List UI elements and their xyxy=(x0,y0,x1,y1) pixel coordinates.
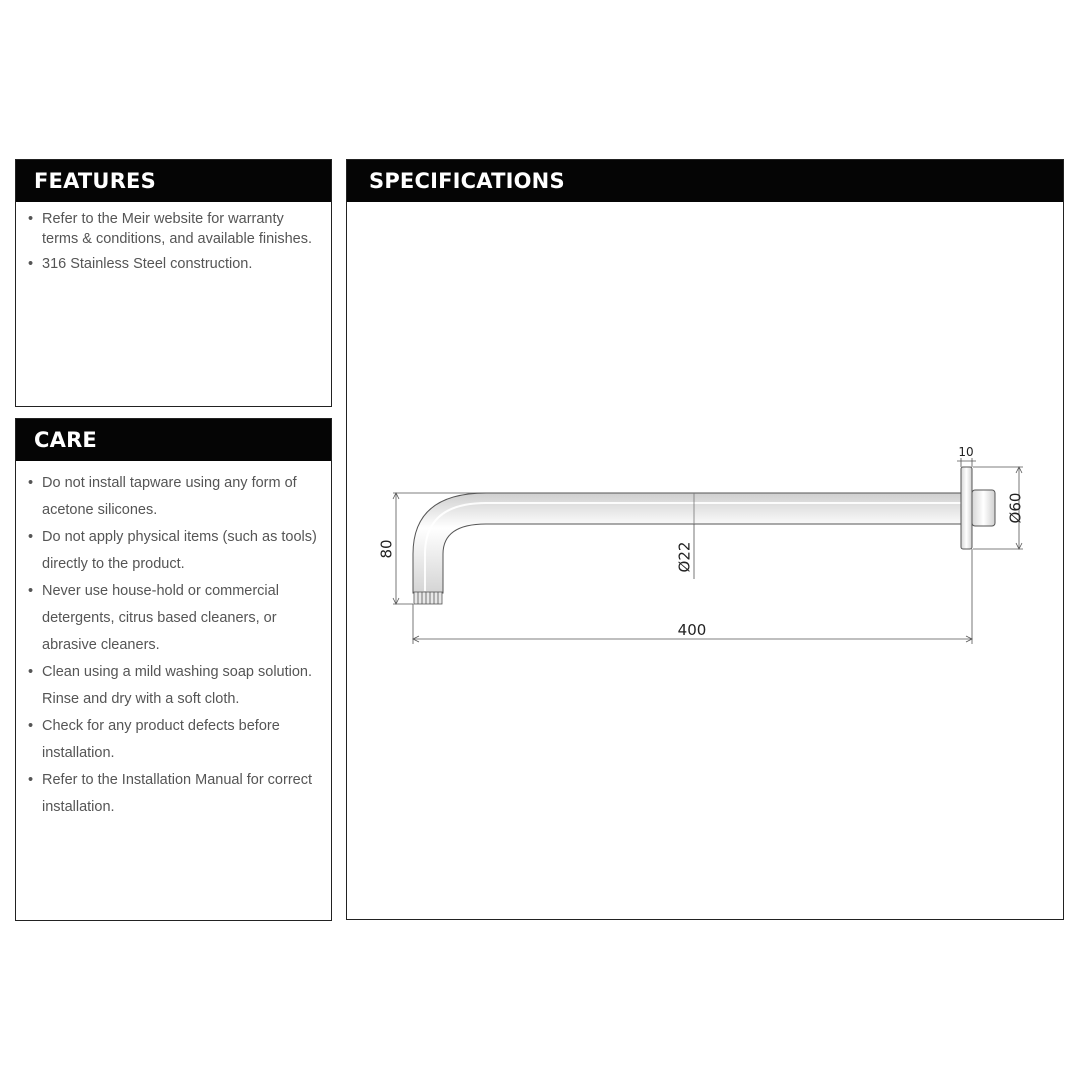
care-heading: CARE xyxy=(16,419,331,461)
flange-diameter-label: Ø60 xyxy=(1007,493,1025,524)
care-item-installation-manual: Refer to the Installation Manual for cor… xyxy=(16,767,331,821)
arm-diameter-label: Ø22 xyxy=(676,542,694,573)
dimension-flange-thickness xyxy=(957,458,976,467)
flange-boss xyxy=(971,489,996,527)
dimension-flange-diameter xyxy=(973,466,1023,550)
care-item-detergents: Never use house-hold or commercial deter… xyxy=(16,578,331,659)
care-item-cleaning: Clean using a mild washing soap solution… xyxy=(16,659,331,713)
care-panel: CARE Do not install tapware using any fo… xyxy=(15,418,332,921)
dimension-drop-height xyxy=(392,492,486,605)
shower-arm-technical-drawing: 10 Ø60 Ø22 80 xyxy=(378,445,1025,644)
dimension-length xyxy=(412,549,973,644)
flange-thickness-label: 10 xyxy=(958,445,973,459)
wall-flange xyxy=(960,466,973,550)
specifications-panel: SPECIFICATIONS xyxy=(346,159,1064,920)
specifications-heading: SPECIFICATIONS xyxy=(347,160,1063,202)
care-item-acetone: Do not install tapware using any form of… xyxy=(16,470,331,524)
care-list: Do not install tapware using any form of… xyxy=(16,461,331,821)
drop-height-label: 80 xyxy=(378,539,396,558)
threaded-end xyxy=(413,591,443,605)
care-item-physical-items: Do not apply physical items (such as too… xyxy=(16,524,331,578)
features-panel: FEATURES Refer to the Meir website for w… xyxy=(15,159,332,407)
length-label: 400 xyxy=(678,621,707,639)
features-list: Refer to the Meir website for warranty t… xyxy=(16,202,331,275)
features-heading: FEATURES xyxy=(16,160,331,202)
features-item-construction: 316 Stainless Steel construction. xyxy=(16,255,331,275)
features-item-warranty: Refer to the Meir website for warranty t… xyxy=(16,210,331,249)
care-item-defects: Check for any product defects before ins… xyxy=(16,713,331,767)
shower-arm-pipe xyxy=(412,492,964,594)
